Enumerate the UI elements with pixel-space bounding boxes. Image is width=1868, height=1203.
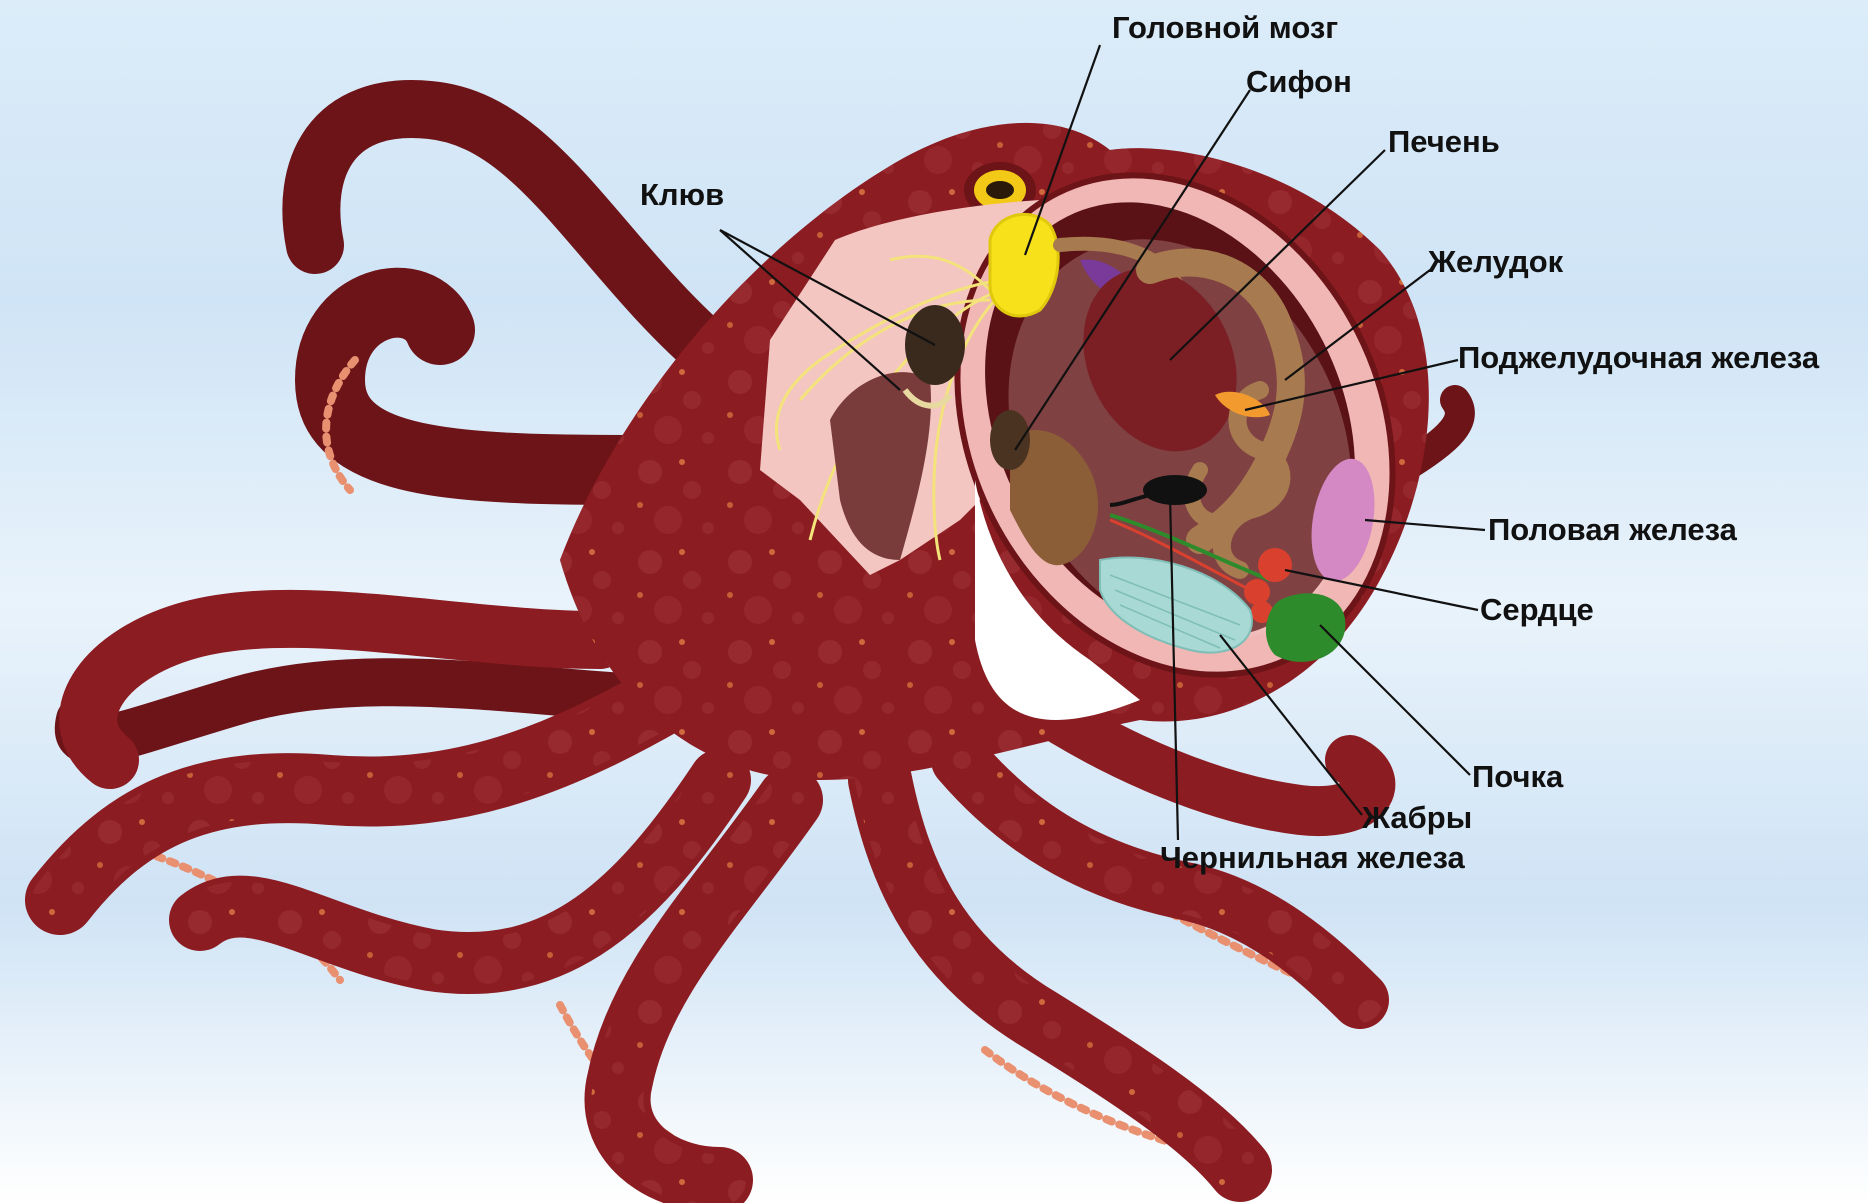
- label-liver: Печень: [1388, 124, 1500, 159]
- kidney: [1266, 593, 1345, 662]
- label-pancreas: Поджелудочная железа: [1458, 340, 1820, 375]
- label-ink-gland: Чернильная железа: [1160, 840, 1465, 875]
- label-siphon: Сифон: [1246, 64, 1352, 99]
- label-gonad: Половая железа: [1488, 512, 1738, 547]
- ink-gland: [1143, 475, 1207, 505]
- label-kidney: Почка: [1472, 759, 1564, 794]
- label-stomach: Желудок: [1427, 244, 1564, 279]
- label-gills: Жабры: [1361, 800, 1472, 835]
- brain: [990, 214, 1058, 316]
- label-heart: Сердце: [1480, 592, 1594, 627]
- label-beak: Клюв: [640, 177, 724, 212]
- label-brain: Головной мозг: [1112, 10, 1338, 45]
